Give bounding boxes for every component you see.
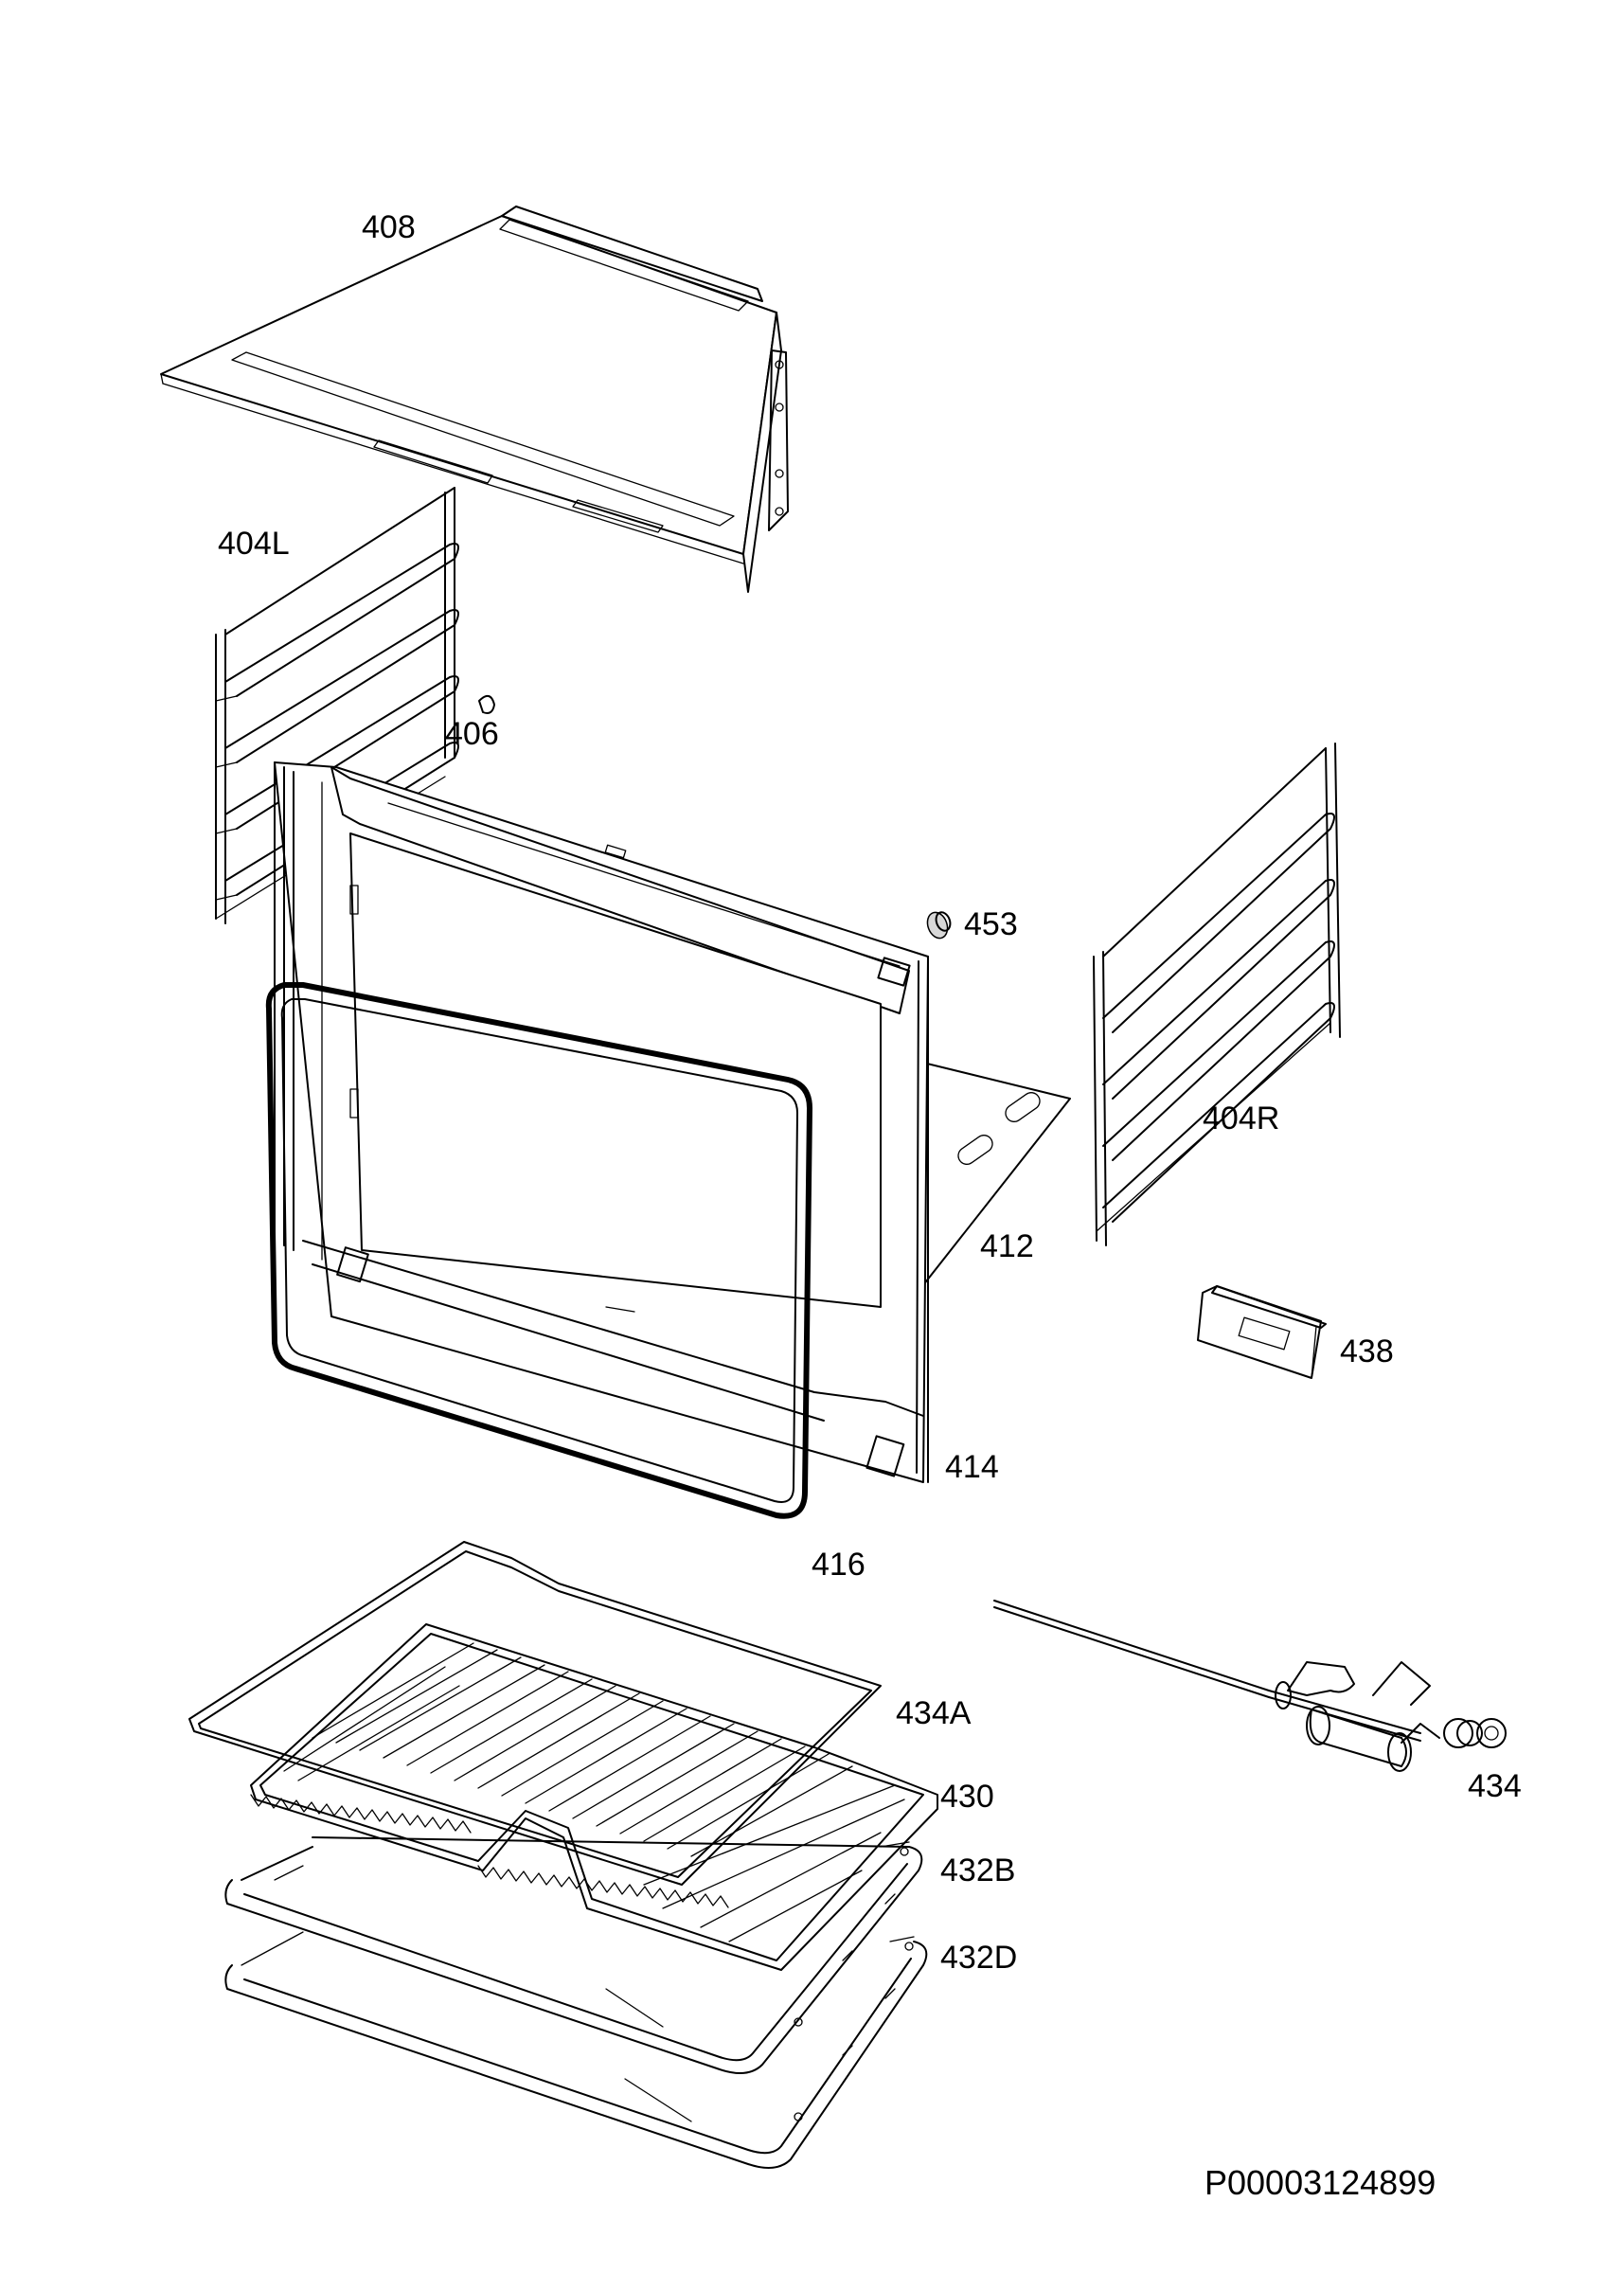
label-shelf-support-left: 404L	[218, 526, 290, 562]
label-oven-cavity: 412	[980, 1228, 1034, 1264]
label-top-panel: 408	[362, 209, 416, 245]
part-labels: 408 404L 406 453 404R 412 438 414 416 43…	[218, 209, 1522, 1976]
label-door-seal: 416	[812, 1547, 866, 1583]
label-baking-tray: 432B	[940, 1852, 1015, 1888]
part-top-panel-drawing	[160, 206, 789, 593]
label-deep-tray: 432D	[940, 1940, 1017, 1976]
part-lamp-holder-drawing	[926, 911, 952, 940]
part-rotisserie-drawing	[993, 1600, 1507, 1772]
label-grill-rack: 430	[940, 1779, 994, 1815]
label-grid-shelf: 434A	[896, 1695, 972, 1731]
label-cavity-front: 414	[945, 1449, 999, 1485]
part-oven-cavity-drawing	[274, 761, 1071, 1483]
part-grid-shelf-drawing	[188, 1541, 882, 1886]
label-lamp-holder: 453	[964, 906, 1018, 942]
part-shelf-support-left-drawing	[215, 487, 459, 924]
part-clip-drawing	[478, 694, 495, 714]
part-shelf-support-right-drawing	[1093, 743, 1341, 1246]
part-deep-tray-drawing	[224, 1931, 928, 2169]
part-door-seal-drawing	[265, 982, 812, 1519]
part-baking-tray-drawing	[224, 1836, 923, 2074]
document-id: P00003124899	[1205, 2163, 1436, 2202]
label-bracket: 438	[1340, 1333, 1394, 1369]
part-grill-rack-drawing	[250, 1623, 938, 1971]
label-clip: 406	[445, 716, 499, 752]
label-shelf-support-right: 404R	[1203, 1101, 1279, 1136]
part-bracket-drawing	[1197, 1285, 1327, 1379]
label-rotisserie: 434	[1468, 1768, 1522, 1804]
